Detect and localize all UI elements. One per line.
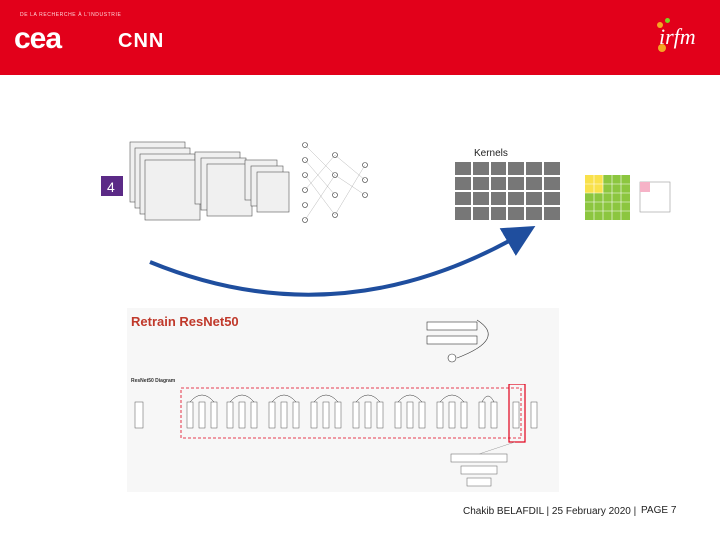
- cnn-architecture-figure: 4: [101, 141, 368, 223]
- svg-text:4: 4: [107, 179, 115, 195]
- resnet-title: Retrain ResNet50: [131, 314, 239, 329]
- footer-credit: Chakib BELAFDIL | 25 February 2020 |: [463, 506, 637, 517]
- resnet-diagram-label: ResNet50 Diagram: [131, 378, 176, 384]
- page-number: PAGE 7: [641, 505, 677, 516]
- header-bar: DE LA RECHERCHE À L'INDUSTRIE cea CNN ir…: [0, 0, 720, 75]
- convolution-figure: [585, 175, 671, 220]
- cea-logo: cea: [14, 22, 62, 55]
- tagline: DE LA RECHERCHE À L'INDUSTRIE: [20, 12, 122, 18]
- resnet-layer-diagram: [134, 384, 538, 487]
- slide-title: CNN: [118, 30, 165, 52]
- irfm-logo: irfm: [655, 18, 707, 58]
- residual-block-diagram: [426, 319, 489, 363]
- curved-arrow: [149, 225, 536, 297]
- kernel-grid: [455, 162, 560, 220]
- resnet-figure: Retrain ResNet50 ResNet50 Diagram: [127, 308, 559, 492]
- kernels-label: Kernels: [474, 148, 508, 159]
